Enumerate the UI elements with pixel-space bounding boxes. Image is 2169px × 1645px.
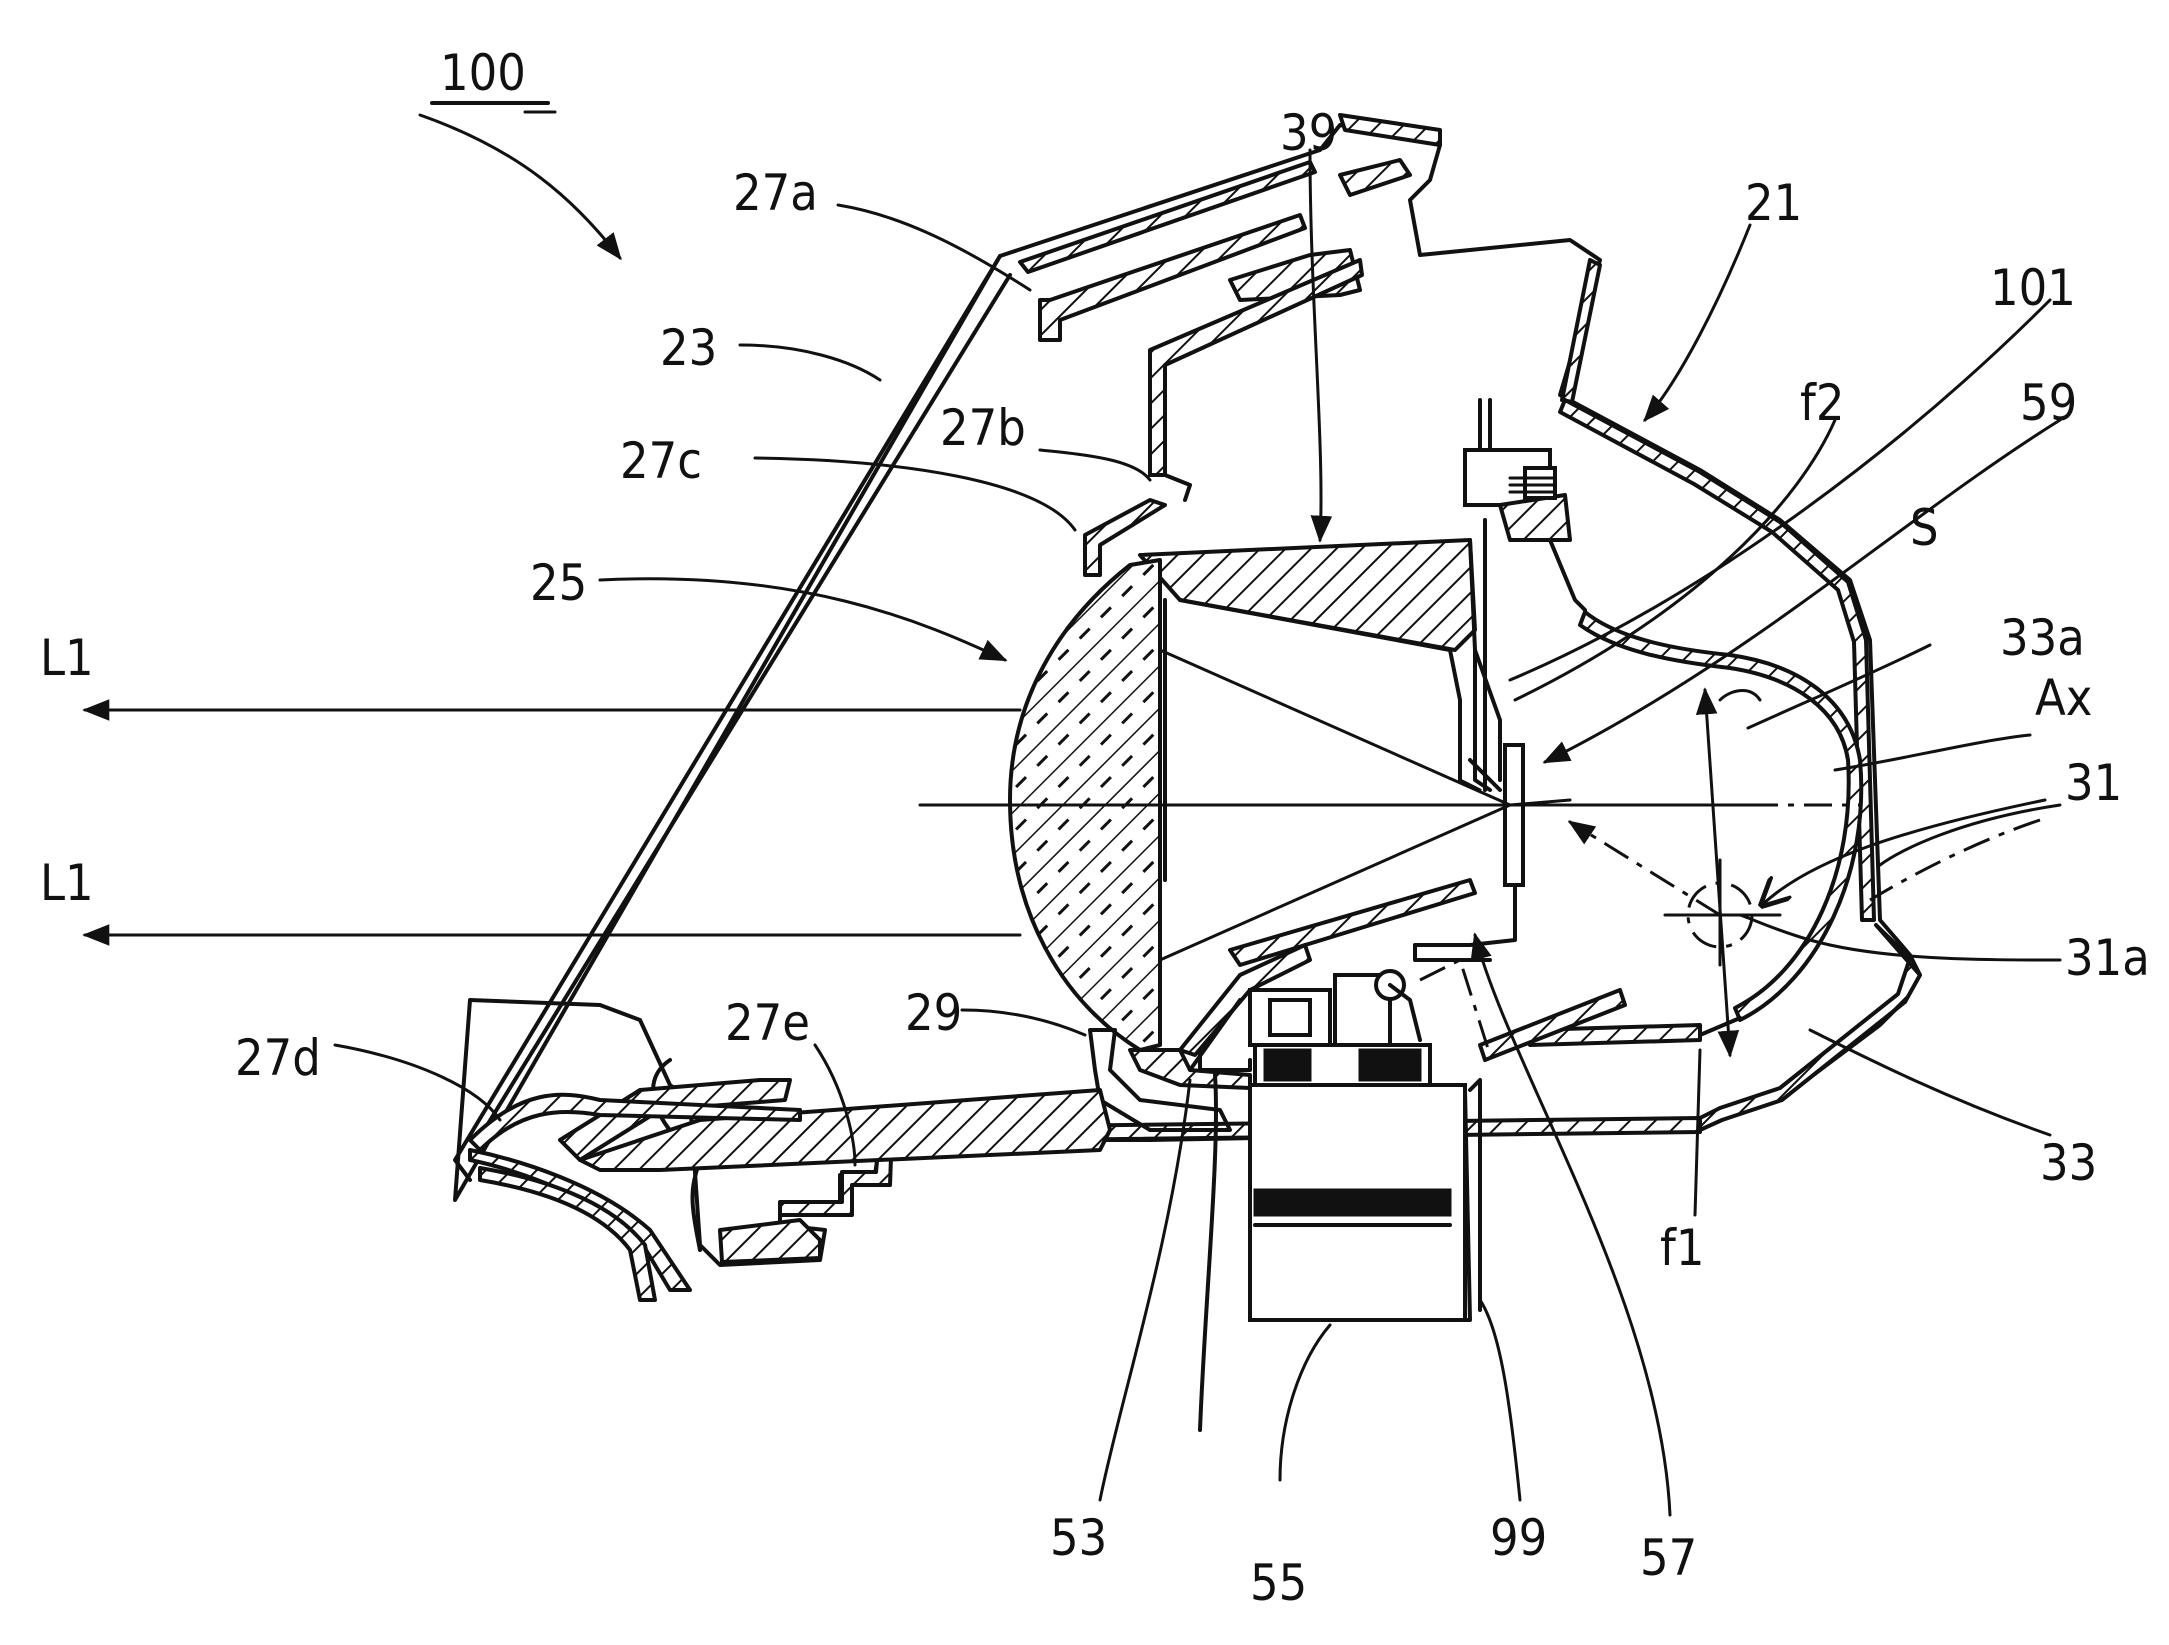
- label-ext-b: 27b: [940, 399, 1026, 457]
- reference-labels: 100 21 23 25 27a 27b 27c 27d 27e 29 31 3…: [40, 44, 2150, 1612]
- base-53: [1128, 1048, 1252, 1090]
- bracket-27c: [1083, 498, 1167, 577]
- label-housing: 21: [1745, 174, 1802, 232]
- label-focus-1: f1: [1660, 1219, 1704, 1277]
- label-holder: 39: [1280, 104, 1337, 162]
- lower-extension: [468, 1028, 1232, 1302]
- label-assembly: 100: [440, 44, 526, 102]
- actuator: [1178, 943, 1482, 1322]
- label-actuator: 55: [1250, 1554, 1307, 1612]
- optical-lines: [82, 648, 1860, 1058]
- label-cover: 23: [660, 319, 717, 377]
- label-ext-e: 27e: [725, 994, 810, 1052]
- shade-plate: [1228, 743, 1525, 967]
- label-ext-a: 27a: [733, 164, 818, 222]
- label-optical-axis: Ax: [2035, 669, 2092, 727]
- label-cover-plate: 99: [1490, 1509, 1547, 1567]
- base-53-outline: [1188, 998, 1242, 1432]
- label-lens: 25: [530, 554, 587, 612]
- label-ext-c: 27c: [620, 432, 702, 490]
- label-reflector: 33: [2040, 1134, 2097, 1192]
- rear-wall: [1468, 648, 1502, 792]
- label-bracket: 29: [905, 984, 962, 1042]
- label-shade: 57: [1640, 1529, 1697, 1587]
- lens-holder: [1138, 518, 1492, 882]
- label-ext-d: 27d: [235, 1029, 321, 1087]
- label-space: S: [1910, 499, 1939, 557]
- label-base: 53: [1050, 1509, 1107, 1567]
- upper-extension: [1038, 113, 1442, 502]
- label-light-ray-upper: L1: [40, 629, 94, 687]
- label-light-source-center: 31a: [2065, 929, 2150, 987]
- label-light-ray-lower: L1: [40, 854, 94, 912]
- leader-lines: [333, 110, 2062, 1517]
- label-reflector-surface: 33a: [2000, 609, 2085, 667]
- label-light-source: 31: [2065, 754, 2122, 812]
- label-shade-edge: 59: [2020, 374, 2077, 432]
- label-focus-2: f2: [1800, 374, 1844, 432]
- screw-assembly: [1463, 398, 1587, 612]
- label-aperture: 101: [1990, 259, 2076, 317]
